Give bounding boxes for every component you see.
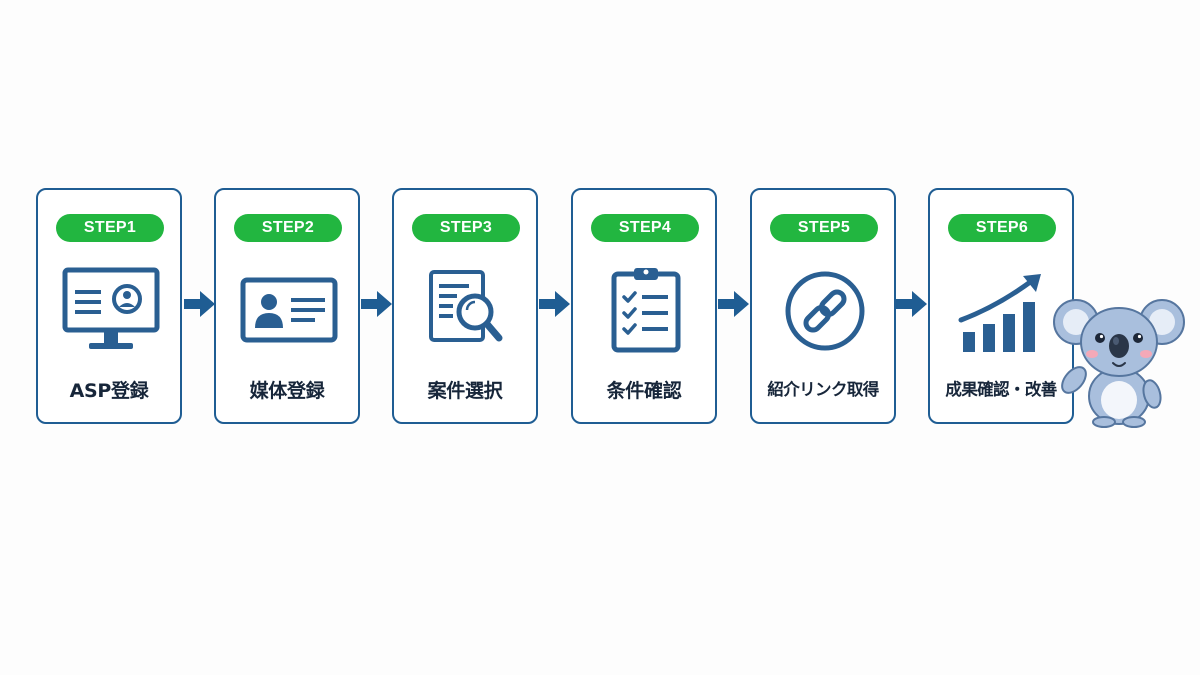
- arrow-right-icon: [896, 289, 928, 319]
- step-label: 紹介リンク取得: [767, 380, 879, 399]
- checklist-clipboard-icon: [596, 266, 696, 356]
- step-card-5: STEP5 紹介リンク取得: [750, 188, 896, 424]
- step-badge: STEP5: [770, 214, 878, 242]
- document-search-icon: [417, 266, 517, 356]
- step-label: 成果確認・改善: [945, 380, 1057, 399]
- step-card-6: STEP6 成果確認・改善: [928, 188, 1074, 424]
- arrow-right-icon: [361, 289, 393, 319]
- arrow-right-icon: [184, 289, 216, 319]
- step-label: ASP登録: [69, 380, 149, 402]
- step-label: 条件確認: [606, 380, 682, 402]
- step-badge: STEP4: [591, 214, 699, 242]
- id-card-icon: [239, 266, 339, 356]
- step-badge: STEP2: [234, 214, 342, 242]
- monitor-profile-icon: [61, 266, 161, 356]
- step-badge: STEP1: [56, 214, 164, 242]
- step-card-3: STEP3 案件選択: [392, 188, 538, 424]
- step-card-2: STEP2 媒体登録: [214, 188, 360, 424]
- arrow-right-icon: [539, 289, 571, 319]
- step-badge: STEP6: [948, 214, 1056, 242]
- step-badge: STEP3: [412, 214, 520, 242]
- step-card-4: STEP4 条件確認: [571, 188, 717, 424]
- arrow-right-icon: [718, 289, 750, 319]
- koala-mascot-icon: [1052, 292, 1186, 428]
- step-label: 案件選択: [427, 380, 503, 402]
- growth-chart-icon: [953, 266, 1053, 356]
- step-label: 媒体登録: [249, 380, 325, 402]
- link-icon: [775, 266, 875, 356]
- step-card-1: STEP1 ASP登録: [36, 188, 182, 424]
